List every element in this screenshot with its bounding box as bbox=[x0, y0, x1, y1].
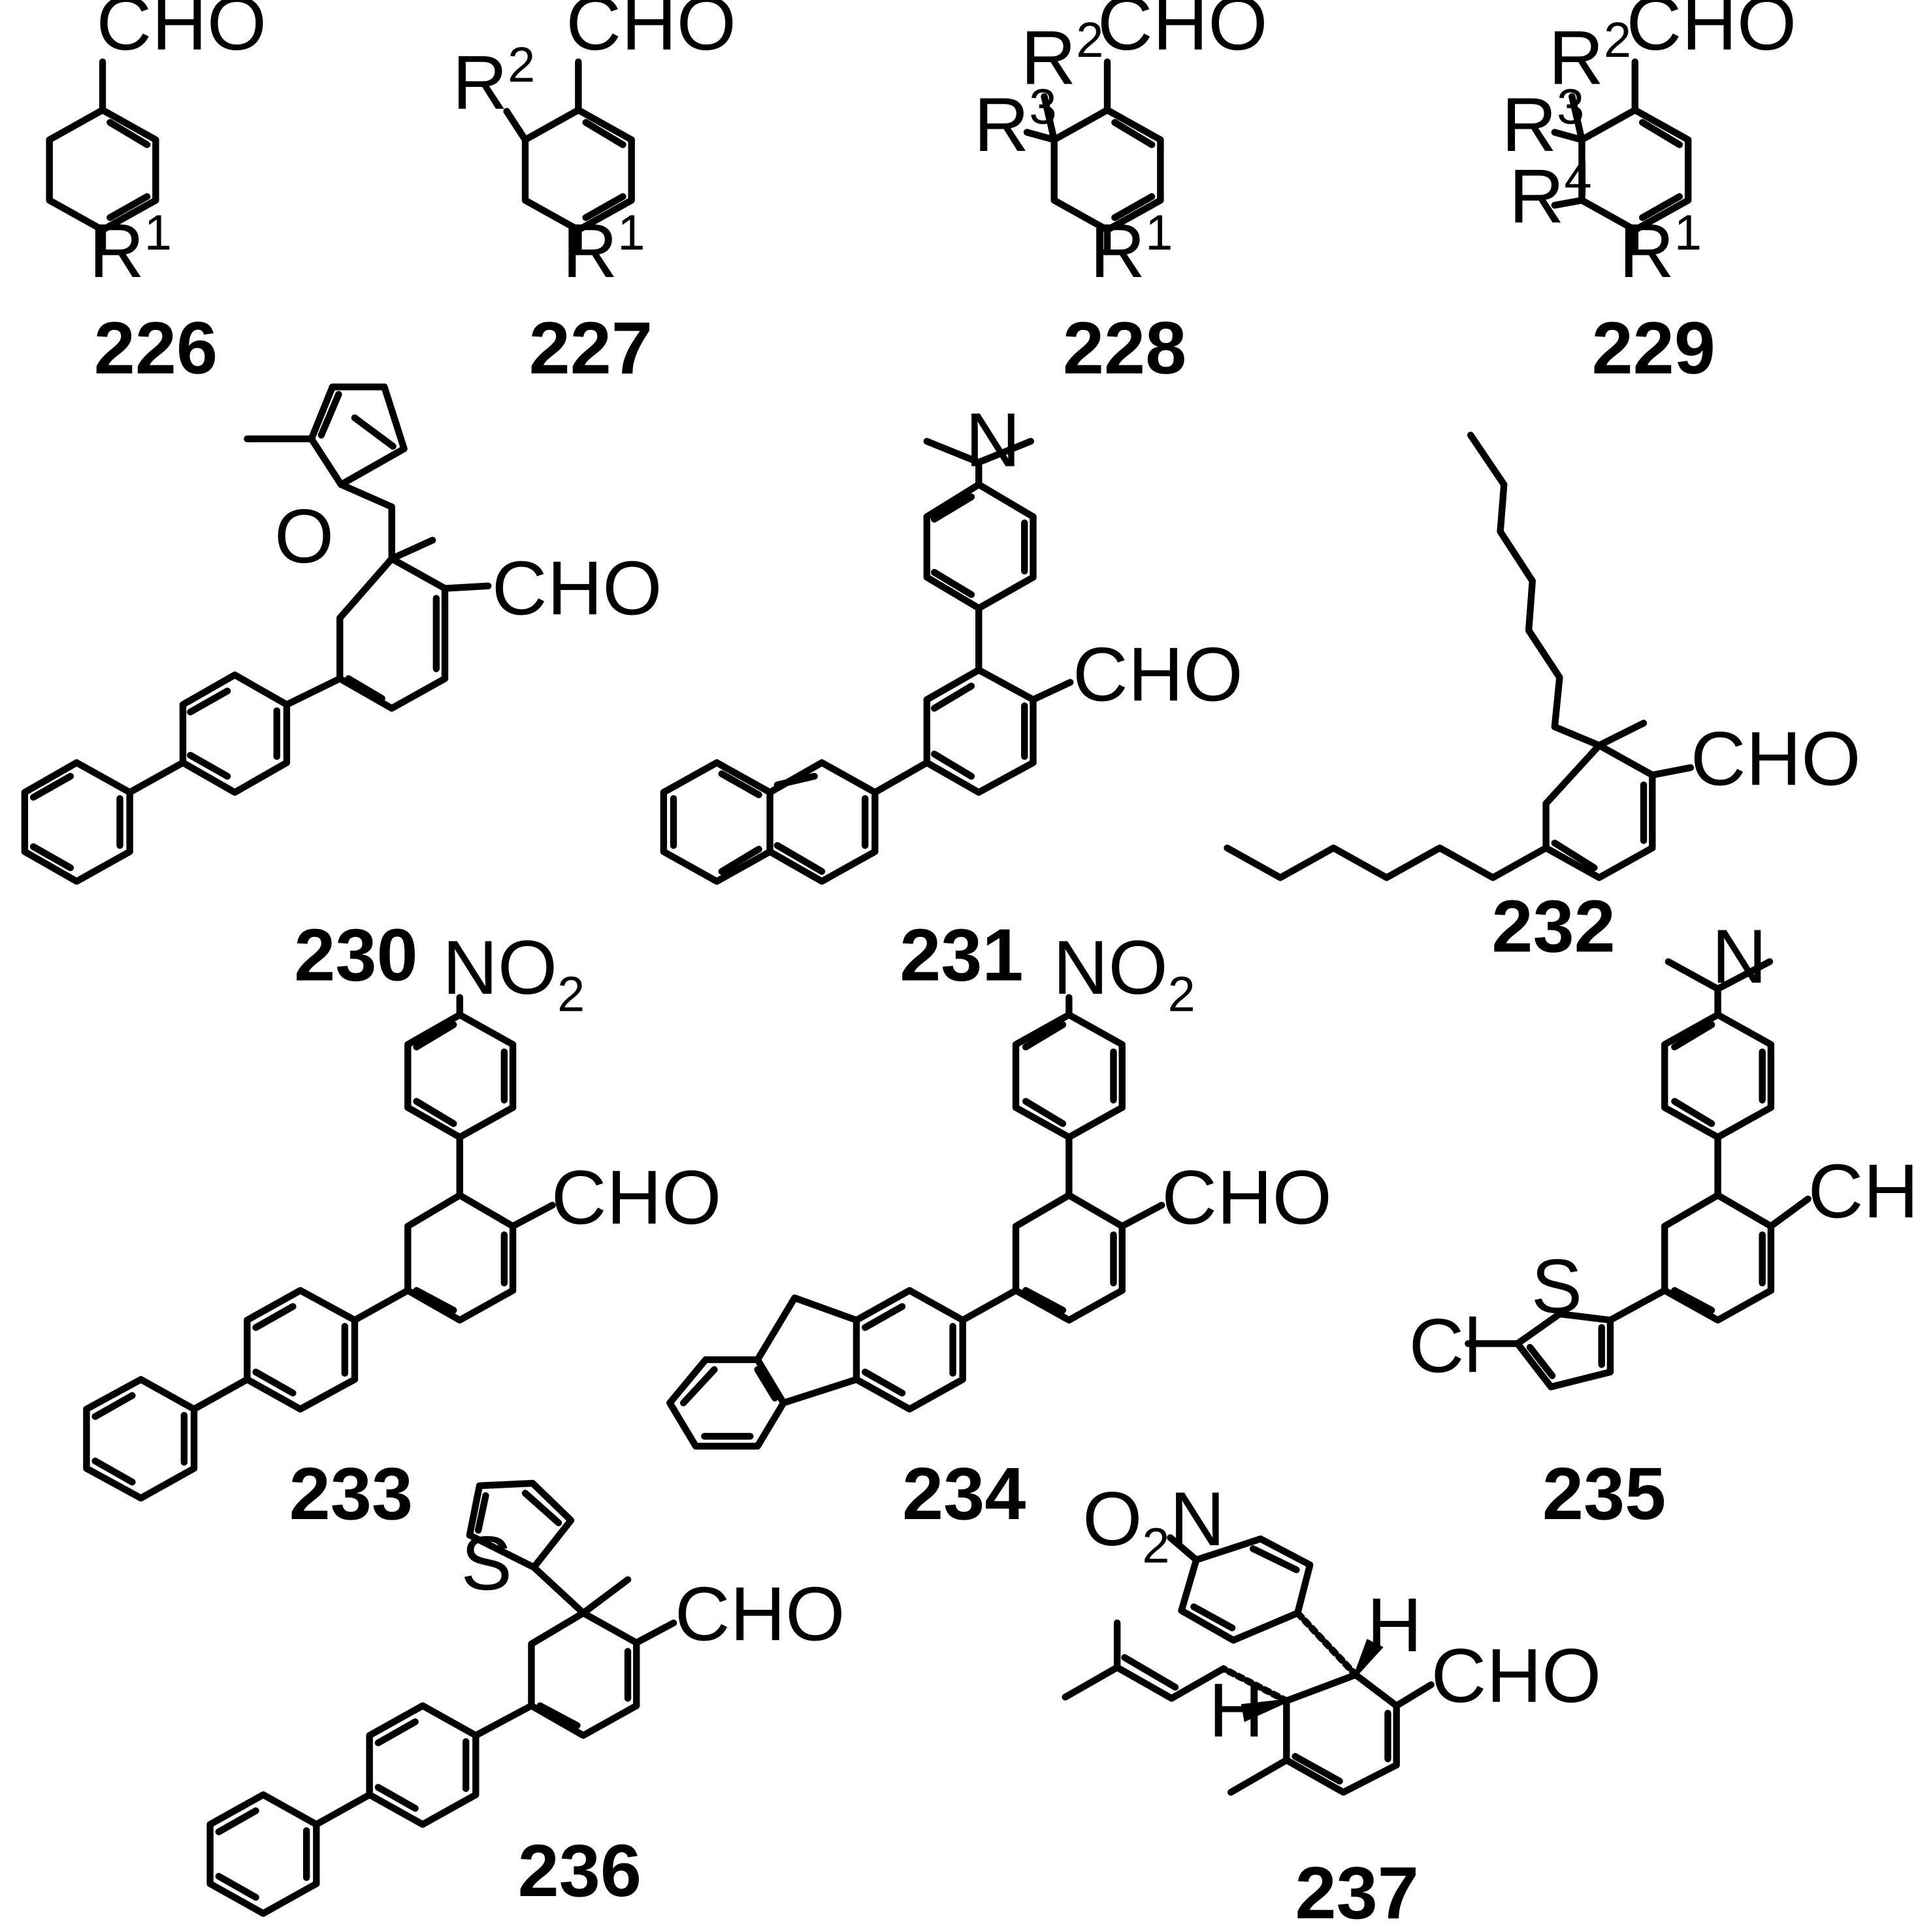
r1-label: R1 bbox=[1090, 205, 1173, 293]
compound-234: NO2 CHO 234 bbox=[666, 925, 1332, 1535]
thiophene-sulfur: S bbox=[461, 1520, 512, 1606]
r1-label: R1 bbox=[562, 205, 645, 293]
cho-label: CHO bbox=[1431, 1633, 1602, 1718]
r3-label: R3 bbox=[1501, 79, 1584, 167]
compound-237: H H O2N CHO 237 bbox=[1062, 1476, 1602, 1932]
chlorine-label: Cl bbox=[1409, 1303, 1482, 1388]
r4-label: R4 bbox=[1509, 151, 1592, 239]
hydrogen-label: H bbox=[1367, 1582, 1422, 1667]
r2-label: R2 bbox=[1548, 12, 1631, 101]
r1-label: R1 bbox=[89, 205, 172, 293]
compound-label-227: 227 bbox=[529, 306, 653, 389]
compound-label-237: 237 bbox=[1295, 1852, 1419, 1932]
compound-226: CHO R1 226 bbox=[46, 0, 267, 389]
compound-label-231: 231 bbox=[900, 913, 1023, 996]
cho-label: CHO bbox=[1073, 632, 1243, 717]
compound-label-236: 236 bbox=[518, 1829, 642, 1912]
compound-228: CHO R2 R3 R1 228 bbox=[974, 0, 1268, 389]
cho-label: CHO bbox=[1808, 1148, 1918, 1234]
cho-label: CHO bbox=[1627, 0, 1797, 66]
compound-235: N S Cl CHO 235 bbox=[1409, 913, 1918, 1535]
compound-230: O CHO 230 bbox=[21, 384, 662, 996]
cho-label: CHO bbox=[97, 0, 267, 66]
compound-label-229: 229 bbox=[1592, 306, 1715, 389]
hydrogen-label: H bbox=[1209, 1667, 1264, 1753]
compound-233: NO2 CHO 233 bbox=[83, 925, 722, 1535]
r2-label: R2 bbox=[452, 37, 535, 125]
cho-label: CHO bbox=[1162, 1154, 1332, 1240]
cho-label: CHO bbox=[492, 545, 662, 630]
amine-nitrogen: N bbox=[965, 397, 1020, 482]
thiophene-sulfur: S bbox=[1531, 1243, 1582, 1329]
compound-label-230: 230 bbox=[294, 913, 417, 996]
cho-label: CHO bbox=[551, 1154, 722, 1240]
cho-label: CHO bbox=[566, 0, 736, 66]
compound-label-233: 233 bbox=[289, 1452, 413, 1535]
furan-oxygen: O bbox=[274, 493, 334, 579]
nitro-label: NO2 bbox=[1053, 925, 1195, 1022]
compound-227: CHO R2 R1 227 bbox=[452, 0, 736, 389]
compound-232: CHO 232 bbox=[1224, 431, 1861, 968]
amine-nitrogen: N bbox=[1712, 913, 1767, 999]
compound-label-228: 228 bbox=[1063, 306, 1186, 389]
r3-label: R3 bbox=[974, 79, 1057, 167]
compound-229: CHO R2 R3 R4 R1 229 bbox=[1501, 0, 1796, 389]
nitro-label: NO2 bbox=[442, 925, 585, 1022]
compound-236: S CHO 236 bbox=[206, 1479, 845, 1917]
compound-label-226: 226 bbox=[94, 306, 218, 389]
cho-label: CHO bbox=[1097, 0, 1268, 66]
compound-label-235: 235 bbox=[1542, 1452, 1666, 1535]
r2-label: R2 bbox=[1021, 12, 1104, 101]
cho-label: CHO bbox=[675, 1571, 845, 1656]
compound-label-234: 234 bbox=[902, 1452, 1026, 1535]
compound-label-232: 232 bbox=[1491, 885, 1615, 968]
r1-label: R1 bbox=[1619, 205, 1702, 293]
cho-label: CHO bbox=[1691, 715, 1861, 801]
nitro-label: O2N bbox=[1082, 1476, 1225, 1573]
compound-231: N CHO 231 bbox=[660, 397, 1243, 996]
